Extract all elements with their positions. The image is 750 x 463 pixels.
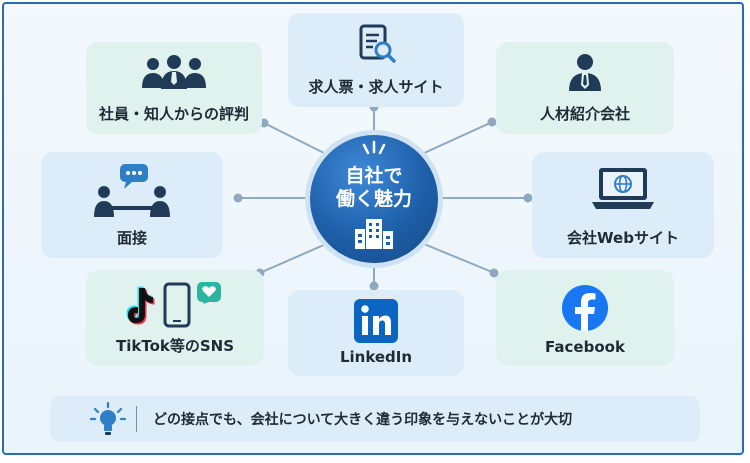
card-label: 社員・知人からの評判 xyxy=(98,105,249,123)
card-label: Facebook xyxy=(545,338,625,356)
tip-divider xyxy=(136,406,137,432)
business-person-icon xyxy=(569,54,601,91)
facebook-icon xyxy=(562,285,608,331)
center-title-line2: 働く魅力 xyxy=(335,188,412,210)
card-facebook: Facebook xyxy=(496,270,674,366)
card-linkedin: LinkedIn xyxy=(288,290,464,376)
center-title-line1: 自社で xyxy=(345,165,403,187)
card-label: 人材紹介会社 xyxy=(539,105,630,123)
people-group-icon xyxy=(142,55,206,89)
card-reputation: 社員・知人からの評判 xyxy=(86,42,262,134)
office-building-icon xyxy=(355,219,393,249)
tip-bar: どの接点でも、会社について大きく違う印象を与えないことが大切 xyxy=(50,396,700,442)
card-label: LinkedIn xyxy=(339,348,413,366)
card-label: 面接 xyxy=(116,229,147,247)
card-agency: 人材紹介会社 xyxy=(496,42,674,134)
center-hub: 自社で 働く魅力 xyxy=(310,135,438,263)
card-website: 会社Webサイト xyxy=(532,152,714,258)
card-label: 求人票・求人サイト xyxy=(308,78,444,96)
tip-text: どの接点でも、会社について大きく違う印象を与えないことが大切 xyxy=(153,412,573,428)
card-interview: 面接 xyxy=(41,152,223,258)
interview-chat-icon xyxy=(94,164,170,217)
diagram-frame: 求人票・求人サイト 社員・知人からの評判 人材紹介会社 xyxy=(2,2,744,455)
card-sns: TikTok等のSNS xyxy=(86,270,264,366)
spark-rays xyxy=(362,140,386,155)
document-search-icon xyxy=(359,24,396,63)
card-label: 会社Webサイト xyxy=(567,229,679,247)
linkedin-icon xyxy=(354,299,398,343)
laptop-globe-icon xyxy=(592,168,654,209)
card-label: TikTok等のSNS xyxy=(115,337,235,355)
light-bulb-icon xyxy=(90,402,126,435)
card-job-sites: 求人票・求人サイト xyxy=(288,13,464,107)
tiktok-icon xyxy=(126,286,155,325)
tiktok-phone-heart-icon xyxy=(126,282,221,328)
